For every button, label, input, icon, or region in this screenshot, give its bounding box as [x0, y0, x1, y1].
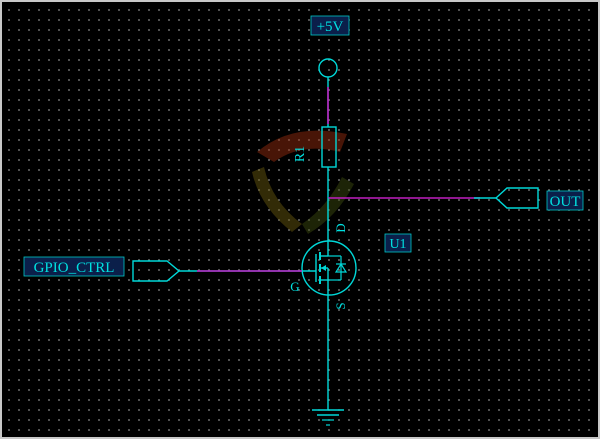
svg-text:GPIO_CTRL: GPIO_CTRL — [34, 260, 115, 276]
power-label: +5V — [310, 15, 350, 36]
svg-text:U1: U1 — [389, 237, 406, 252]
pin-g-label: G — [290, 279, 299, 294]
resistor-r1[interactable]: R1 — [293, 126, 337, 168]
mosfet-u1[interactable] — [301, 240, 357, 296]
r1-designator: R1 — [293, 146, 308, 162]
out-port-flag[interactable] — [494, 187, 539, 209]
pin-s-label: S — [333, 302, 348, 309]
u1-designator: U1 — [384, 233, 412, 253]
out-port-label: OUT — [546, 190, 584, 211]
gpio-port-flag[interactable] — [132, 260, 181, 282]
svg-text:+5V: +5V — [317, 19, 344, 35]
svg-text:OUT: OUT — [550, 194, 581, 210]
power-port-circle[interactable] — [318, 58, 338, 78]
ground-symbol[interactable] — [312, 409, 344, 426]
pin-d-label: D — [333, 223, 348, 232]
gpio-port-label: GPIO_CTRL — [23, 256, 125, 277]
